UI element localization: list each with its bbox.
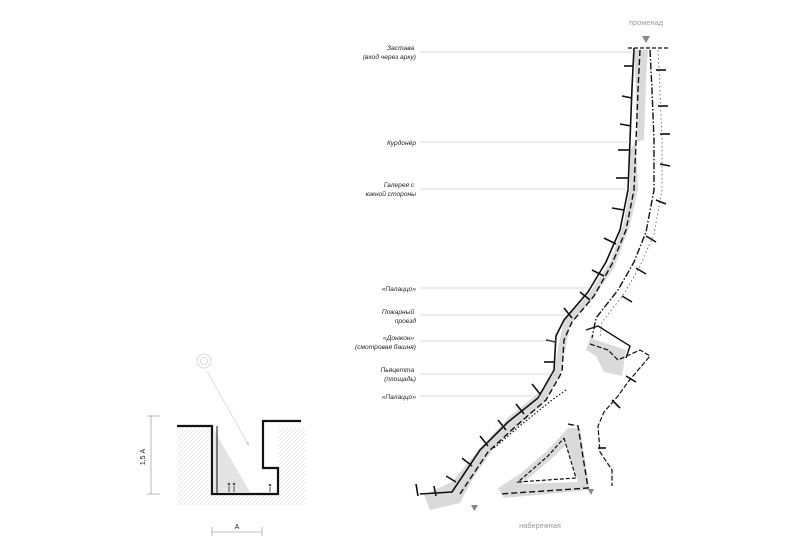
width-label: А [235, 524, 240, 531]
promenade-label: променад [629, 18, 664, 27]
sun-ray [206, 370, 249, 446]
person-icon [227, 482, 272, 492]
plan-labels: Застава (вход через арку) Курдонёр Галер… [355, 45, 416, 401]
label-kurdoner: Курдонёр [387, 139, 416, 147]
promenade-marker-icon [642, 36, 650, 43]
street-section: 1,5 А А [140, 353, 306, 536]
facade-right [591, 49, 655, 339]
label-palazzo-1: «Палаццо» [382, 286, 417, 293]
lower-wall [493, 389, 567, 449]
label-zastava: Застава (вход через арку) [363, 45, 416, 61]
label-piazzetta: Пьяцетта (площадь) [380, 367, 416, 383]
ground-hatch-right [278, 428, 306, 506]
facade-left-dashed [459, 49, 641, 495]
tower-wall-dashed [589, 343, 651, 486]
label-gallery: Галерея с южной стороны [366, 182, 417, 198]
ground-hatch-left [177, 428, 212, 506]
sunlight-wedge [214, 430, 250, 492]
leader-lines [420, 51, 634, 397]
ground-hatch-bottom [212, 493, 278, 506]
piazzetta-inner [522, 445, 578, 484]
label-donjon: «Донжон» (смотровая башня) [355, 335, 416, 351]
main-street-fill [424, 50, 648, 510]
section-wall-left [177, 419, 301, 496]
entrance-ticks [415, 65, 671, 497]
width-dimension: А [211, 524, 263, 536]
label-fire-passage: Пожарный проезд [382, 308, 417, 325]
embankment-marker-icon-2 [588, 489, 594, 495]
tower-fill [586, 338, 626, 376]
piazzetta-wall [499, 423, 589, 495]
piazzetta-wall-inner [516, 437, 577, 483]
facade-left [419, 47, 635, 495]
embankment-label: набережная [519, 521, 561, 530]
embankment-marker-icon [471, 505, 478, 511]
label-palazzo-2: «Палаццо» [382, 394, 417, 401]
piazzetta-fill [498, 428, 590, 498]
tower-wall [585, 325, 631, 359]
sun-icon [196, 353, 212, 369]
height-label: 1,5 А [140, 449, 147, 466]
street-plan: променад набережная [415, 18, 671, 530]
height-dimension: 1,5 А [140, 415, 160, 495]
